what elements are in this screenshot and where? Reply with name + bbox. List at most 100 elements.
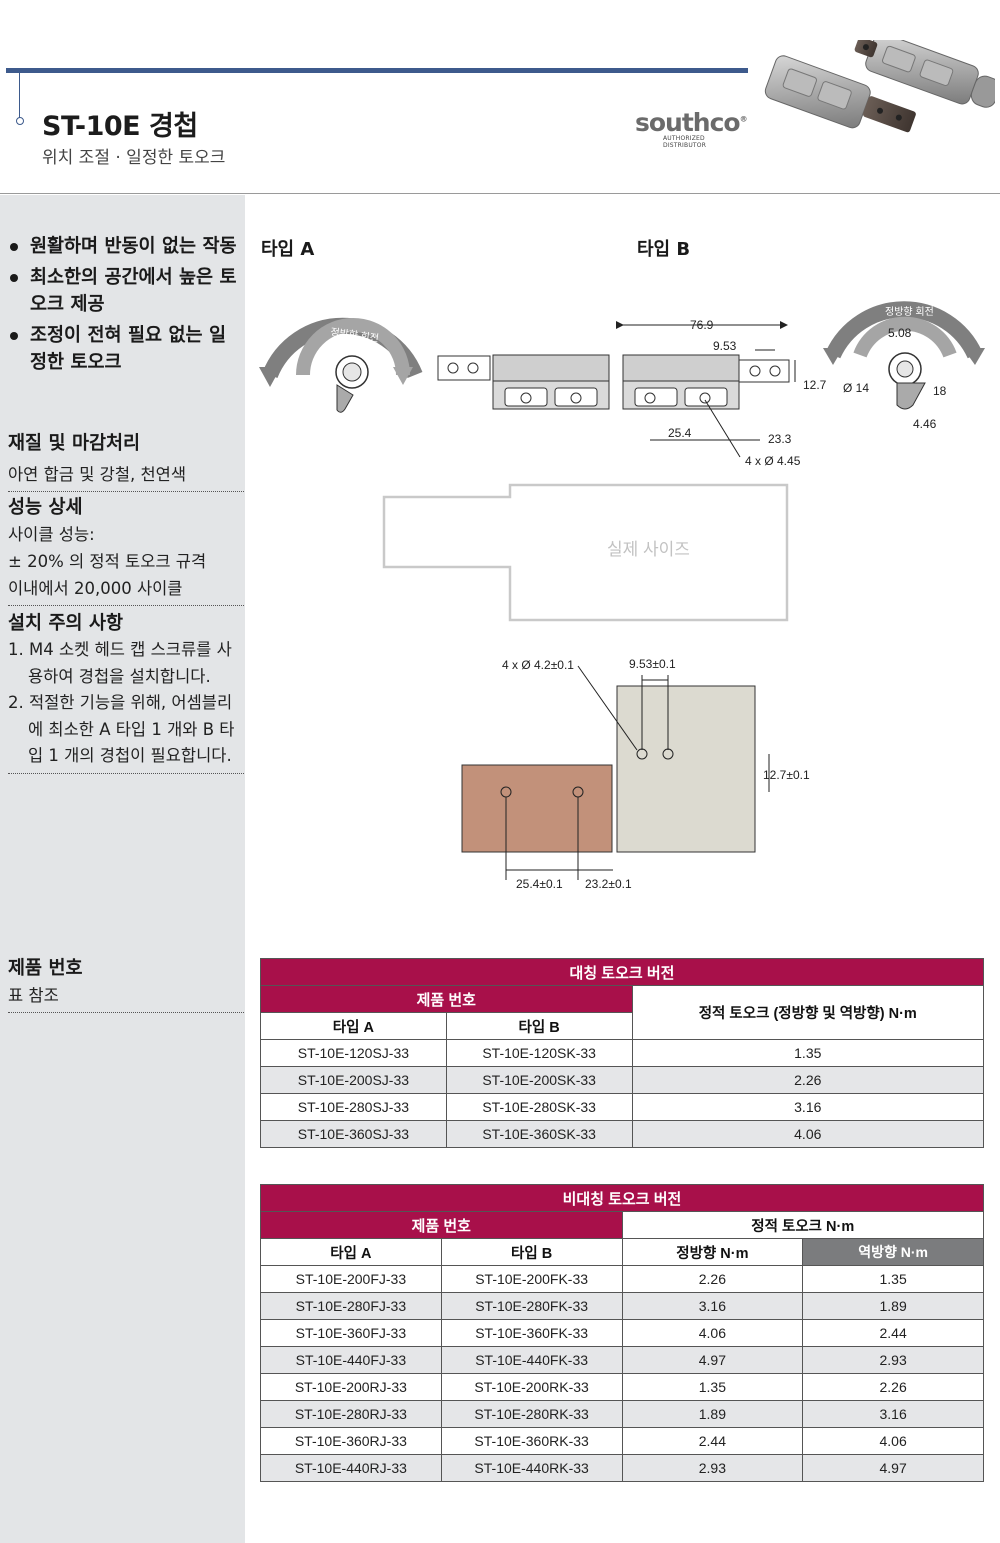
performance-line: ± 20% 의 정적 토오크 규격 — [8, 552, 207, 571]
table-cell: 4.06 — [621, 1319, 804, 1347]
actual-size-label: 실제 사이즈 — [607, 540, 690, 559]
material-section: 재질 및 마감처리 아연 합금 및 강철, 천연색 — [8, 431, 244, 492]
mount-holes: 4 x Ø 4.2±0.1 — [502, 658, 574, 672]
mount-h2: 23.2±0.1 — [585, 877, 632, 891]
feature-item: 원활하며 반동이 없는 작동 — [8, 233, 240, 260]
table-cell: 2.26 — [621, 1265, 804, 1293]
table-cell: ST-10E-360FK-33 — [440, 1319, 623, 1347]
type-a-label: 타입 A — [261, 239, 315, 260]
table-cell: ST-10E-360RK-33 — [440, 1427, 623, 1455]
rotation-outer-label-b: 역방향 회전 — [876, 276, 931, 296]
type-b-side-view: 76.9 9.53 12.7 25.4 23.3 4 x Ø 4.45 — [616, 318, 827, 468]
table-cell: ST-10E-280FJ-33 — [260, 1292, 442, 1320]
material-heading: 재질 및 마감처리 — [8, 433, 141, 454]
col-reverse: 역방향 N·m — [802, 1238, 984, 1266]
col-type-b: 타입 B — [445, 1012, 633, 1040]
logo-registered: ® — [739, 114, 748, 124]
table-cell: 1.35 — [631, 1039, 985, 1067]
performance-line: 사이클 성능: — [8, 525, 95, 544]
header-accent-line — [19, 73, 20, 119]
table-cell: ST-10E-280SK-33 — [445, 1093, 633, 1121]
table-cell: ST-10E-120SK-33 — [445, 1039, 633, 1067]
torque-header: 정적 토오크 N·m — [621, 1211, 985, 1239]
dim-4-46: 4.46 — [913, 417, 937, 431]
header-accent-dot — [16, 117, 24, 125]
southco-logo: southco® AUTHORIZED DISTRIBUTOR — [635, 108, 750, 149]
divider — [8, 491, 244, 492]
logo-tagline: AUTHORIZED DISTRIBUTOR — [663, 135, 707, 149]
col-forward: 정방향 N·m — [621, 1238, 804, 1266]
asymmetric-torque-table: 비대칭 토오크 버전 제품 번호 정적 토오크 N·m 타입 A 타입 B 정방… — [260, 1184, 985, 1482]
table-cell: 2.26 — [631, 1066, 985, 1094]
actual-size-outline: 실제 사이즈 — [382, 483, 789, 622]
type-b-rotation-diagram: 역방향 회전 정방향 회전 5.08 Ø 14 18 4.46 — [823, 276, 985, 431]
torque-header: 정적 토오크 (정방향 및 역방향) N·m — [631, 985, 985, 1040]
mount-vert: 12.7±0.1 — [763, 768, 810, 782]
table-cell: ST-10E-280RJ-33 — [260, 1400, 442, 1428]
table-cell: ST-10E-360RJ-33 — [260, 1427, 442, 1455]
table-cell: 4.97 — [802, 1454, 984, 1482]
rotation-outer-label: 역방향 회전 — [318, 294, 373, 316]
hinge-drawing-svg: 역방향 회전 정방향 회전 76.9 — [259, 276, 985, 891]
table-cell: ST-10E-440RJ-33 — [260, 1454, 442, 1482]
installation-section: 설치 주의 사항 1. M4 소켓 헤드 캡 스크류를 사용하여 경첩을 설치합… — [8, 611, 244, 774]
table-cell: ST-10E-200RK-33 — [440, 1373, 623, 1401]
table-cell: ST-10E-280FK-33 — [440, 1292, 623, 1320]
table-cell: 2.93 — [802, 1346, 984, 1374]
type-a-rotation-diagram: 역방향 회전 정방향 회전 — [259, 294, 423, 413]
table-cell: 4.06 — [802, 1427, 984, 1455]
table-cell: ST-10E-200FJ-33 — [260, 1265, 442, 1293]
divider — [8, 772, 244, 774]
feature-item: 최소한의 공간에서 높은 토오크 제공 — [8, 264, 240, 318]
technical-drawings: 타입 A 타입 B 역방향 회전 정방향 회전 — [245, 195, 1000, 955]
type-b-label: 타입 B — [637, 239, 691, 260]
table-cell: 2.93 — [621, 1454, 804, 1482]
part-number-section: 제품 번호 표 참조 — [8, 956, 244, 1013]
mount-pitch: 9.53±0.1 — [629, 657, 676, 671]
table-cell: ST-10E-360FJ-33 — [260, 1319, 442, 1347]
dim-12-7: 12.7 — [803, 378, 827, 392]
table-cell: ST-10E-280SJ-33 — [260, 1093, 447, 1121]
material-text: 아연 합금 및 강철, 천연색 — [8, 465, 187, 484]
table-cell: ST-10E-280RK-33 — [440, 1400, 623, 1428]
dim-25-4: 25.4 — [668, 426, 692, 440]
table-cell: ST-10E-440FK-33 — [440, 1346, 623, 1374]
performance-heading: 성능 상세 — [8, 497, 83, 518]
table-cell: 4.06 — [631, 1120, 985, 1148]
spec-sidebar: 원활하며 반동이 없는 작동 최소한의 공간에서 높은 토오크 제공 조정이 전… — [0, 195, 245, 1543]
table-cell: 3.16 — [631, 1093, 985, 1121]
table-cell: 1.35 — [621, 1373, 804, 1401]
hinge-product-image — [764, 40, 995, 133]
page-header: ST-10E 경첩 위치 조절 · 일정한 토오크 southco® AUTHO… — [0, 0, 1000, 194]
part-number-text: 표 참조 — [8, 986, 59, 1005]
part-no-header: 제품 번호 — [260, 985, 633, 1013]
part-no-header: 제품 번호 — [260, 1211, 623, 1239]
table-cell: 2.44 — [621, 1427, 804, 1455]
mounting-diagram: 9.53±0.1 4 x Ø 4.2±0.1 12.7±0.1 25.4±0.1… — [461, 657, 810, 891]
divider — [8, 605, 244, 606]
dim-23-3: 23.3 — [768, 432, 792, 446]
page-title: ST-10E 경첩 — [42, 111, 198, 142]
table-cell: ST-10E-360SK-33 — [445, 1120, 633, 1148]
table-cell: ST-10E-200SK-33 — [445, 1066, 633, 1094]
dim-4x-d4-45: 4 x Ø 4.45 — [745, 454, 801, 468]
table-cell: 3.16 — [621, 1292, 804, 1320]
table-cell: ST-10E-440FJ-33 — [260, 1346, 442, 1374]
rotation-inner-label-b: 정방향 회전 — [885, 306, 934, 318]
dim-5-08: 5.08 — [888, 326, 912, 340]
table-cell: 2.44 — [802, 1319, 984, 1347]
table-cell: ST-10E-200FK-33 — [440, 1265, 623, 1293]
header-accent-bar — [6, 68, 748, 73]
